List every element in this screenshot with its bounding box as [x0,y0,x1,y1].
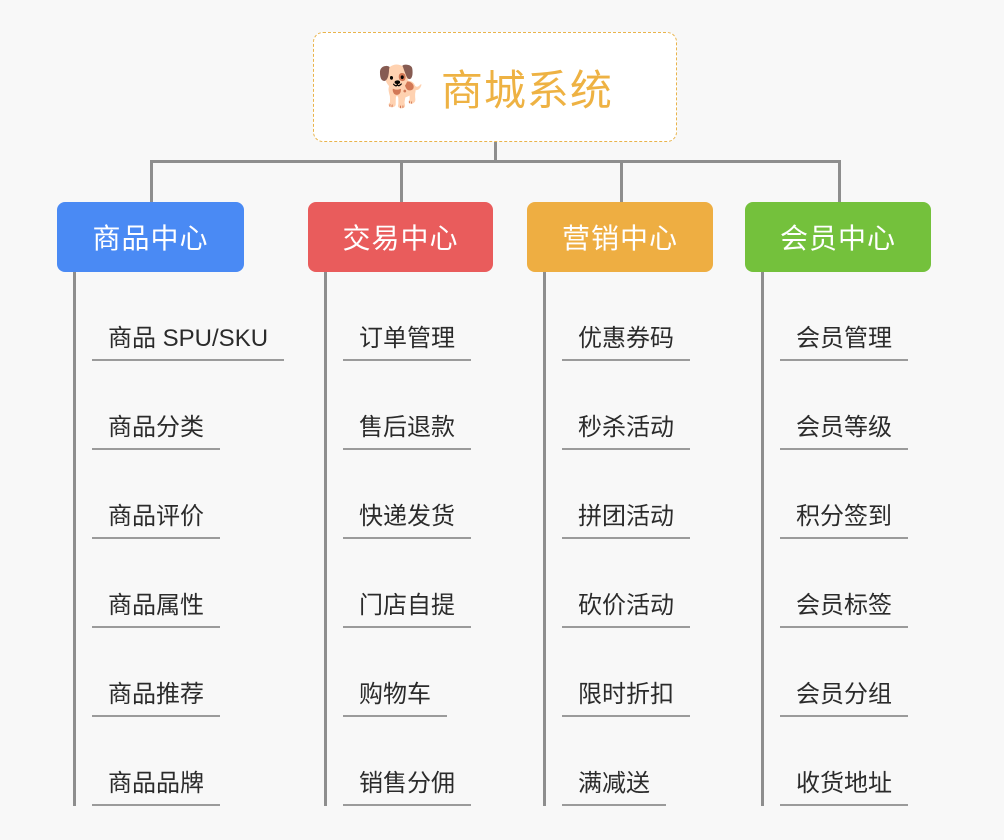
list-item-label: 购物车 [343,681,447,717]
list-item[interactable]: 销售分佣 [343,717,493,806]
branch-header-label: 商品中心 [92,223,209,254]
list-item[interactable]: 限时折扣 [562,628,713,717]
list-item-label: 销售分佣 [343,770,471,806]
list-item[interactable]: 会员等级 [780,361,931,450]
list-item-label: 满减送 [562,770,666,806]
list-item-label: 限时折扣 [562,681,690,717]
list-item[interactable]: 快递发货 [343,450,493,539]
branch-items-trade-center: 订单管理 售后退款 快递发货 门店自提 购物车 销售分佣 [324,272,493,806]
list-item[interactable]: 砍价活动 [562,539,713,628]
list-item[interactable]: 商品评价 [92,450,284,539]
connector-drop-trade-center [400,160,403,204]
list-item[interactable]: 会员标签 [780,539,931,628]
list-item-label: 售后退款 [343,414,471,450]
branch-header-member-center[interactable]: 会员中心 [745,202,931,272]
branch-member-center: 会员中心 会员管理 会员等级 积分签到 会员标签 会员分组 收货地址 [745,202,931,806]
list-item-label: 商品属性 [92,592,220,628]
branch-items-member-center: 会员管理 会员等级 积分签到 会员标签 会员分组 收货地址 [761,272,931,806]
list-item[interactable]: 购物车 [343,628,493,717]
list-item[interactable]: 优惠券码 [562,272,713,361]
list-item-label: 会员标签 [780,592,908,628]
list-item[interactable]: 积分签到 [780,450,931,539]
branch-product-center: 商品中心 商品 SPU/SKU 商品分类 商品评价 商品属性 商品推荐 商品品牌 [57,202,285,806]
root-title: 商城系统 [440,66,613,114]
list-item[interactable]: 会员分组 [780,628,931,717]
list-item[interactable]: 满减送 [562,717,713,806]
connector-drop-marketing-center [620,160,623,204]
list-item[interactable]: 收货地址 [780,717,931,806]
list-item[interactable]: 售后退款 [343,361,493,450]
list-item[interactable]: 商品推荐 [92,628,284,717]
connector-horizontal-bus [150,160,840,163]
list-item-label: 快递发货 [343,503,471,539]
list-item[interactable]: 商品分类 [92,361,284,450]
branch-header-product-center[interactable]: 商品中心 [57,202,244,272]
list-item-label: 优惠券码 [562,325,690,361]
connector-root-stem [494,142,497,162]
list-item[interactable]: 拼团活动 [562,450,713,539]
list-item-label: 会员分组 [780,681,908,717]
list-item-label: 商品 SPU/SKU [92,325,285,361]
list-item-label: 收货地址 [780,770,908,806]
branch-header-marketing-center[interactable]: 营销中心 [527,202,713,272]
list-item-label: 商品分类 [92,414,220,450]
branch-header-label: 营销中心 [561,223,678,254]
list-item[interactable]: 商品品牌 [92,717,284,806]
list-item-label: 商品评价 [92,503,220,539]
branch-header-label: 会员中心 [779,223,896,254]
list-item[interactable]: 商品 SPU/SKU [92,272,285,361]
list-item[interactable]: 订单管理 [343,272,493,361]
list-item[interactable]: 门店自提 [343,539,493,628]
shiba-inu-dog-face-icon: 🐕 [377,65,427,109]
list-item-label: 商品推荐 [92,681,220,717]
branch-marketing-center: 营销中心 优惠券码 秒杀活动 拼团活动 砍价活动 限时折扣 满减送 [527,202,713,806]
branch-header-trade-center[interactable]: 交易中心 [308,202,493,272]
list-item-label: 秒杀活动 [562,414,690,450]
connector-drop-product-center [150,160,153,204]
root-node[interactable]: 🐕 商城系统 [313,32,677,142]
branch-items-marketing-center: 优惠券码 秒杀活动 拼团活动 砍价活动 限时折扣 满减送 [543,272,713,806]
list-item-label: 会员等级 [780,414,908,450]
list-item-label: 积分签到 [780,503,908,539]
list-item-label: 订单管理 [343,325,471,361]
list-item-label: 拼团活动 [562,503,690,539]
list-item[interactable]: 会员管理 [780,272,931,361]
connector-drop-member-center [838,160,841,204]
list-item-label: 门店自提 [343,592,471,628]
list-item-label: 砍价活动 [562,592,690,628]
branch-header-label: 交易中心 [342,223,459,254]
list-item[interactable]: 商品属性 [92,539,284,628]
branch-trade-center: 交易中心 订单管理 售后退款 快递发货 门店自提 购物车 销售分佣 [308,202,493,806]
list-item[interactable]: 秒杀活动 [562,361,713,450]
branch-items-product-center: 商品 SPU/SKU 商品分类 商品评价 商品属性 商品推荐 商品品牌 [73,272,285,806]
list-item-label: 会员管理 [780,325,908,361]
list-item-label: 商品品牌 [92,770,220,806]
